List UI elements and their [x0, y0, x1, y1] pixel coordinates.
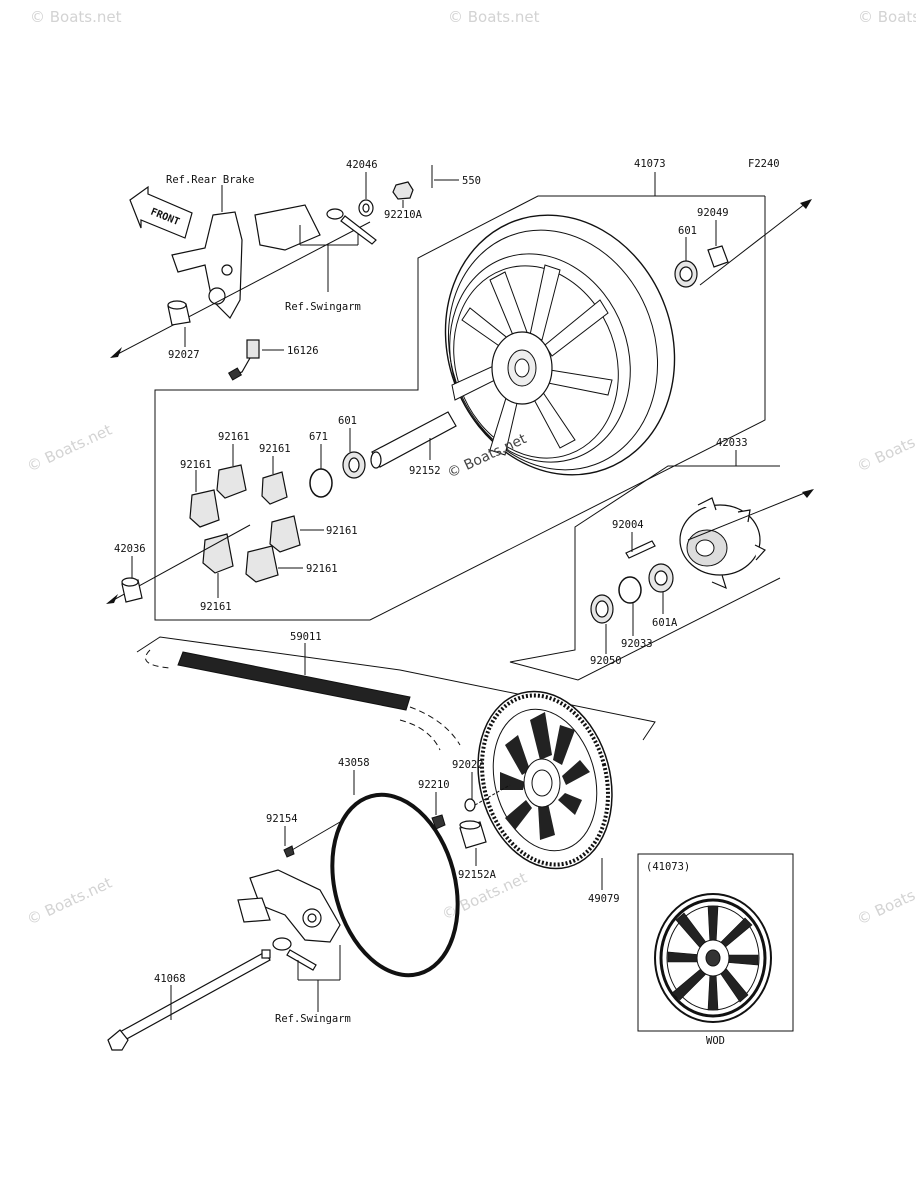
svg-text:© Boats: © Boats: [854, 886, 916, 929]
rear-wheel-41073: [444, 214, 676, 476]
nut-92210A: [392, 181, 414, 200]
damper-rubbers-92161: [189, 464, 301, 583]
spacer-92152: [371, 411, 457, 468]
label-92154: 92154: [266, 813, 298, 825]
label-671: 671: [309, 431, 328, 443]
ref-rear-brake: Ref.Rear Brake: [166, 174, 255, 186]
label-92210: 92210: [418, 779, 450, 791]
label-92161-2: 92161: [259, 443, 291, 455]
label-92210A: 92210A: [384, 209, 423, 221]
label-92033: 92033: [621, 638, 653, 650]
label-92022: 92022: [452, 759, 484, 771]
label-42036: 42036: [114, 543, 146, 555]
label-92004: 92004: [612, 519, 644, 531]
inset-title: (41073): [646, 861, 690, 873]
label-92027: 92027: [168, 349, 200, 361]
label-92049: 92049: [697, 207, 729, 219]
ref-swingarm-bottom: Ref.Swingarm: [275, 1013, 351, 1025]
lower-swingarm-bracket: [237, 869, 341, 971]
stud-92004: [625, 540, 656, 559]
watermark: © Boats.net: [858, 8, 916, 26]
circlip-92033: [618, 576, 642, 604]
washer-92022: [464, 798, 476, 812]
label-92161-5: 92161: [306, 563, 338, 575]
label-49079: 49079: [588, 893, 620, 905]
svg-text:© Boats: © Boats: [854, 433, 916, 476]
collar-92049: [707, 245, 729, 268]
label-92152A: 92152A: [458, 869, 497, 881]
label-42033: 42033: [716, 437, 748, 449]
inset-caption: WOD: [706, 1035, 725, 1047]
label-41068: 41068: [154, 973, 186, 985]
assembly-frames: [136, 195, 781, 741]
nut-92210: [431, 814, 446, 830]
circlip-671: [309, 468, 333, 498]
front-arrow: FRONT: [129, 185, 193, 239]
svg-text:© Boats.net: © Boats.net: [24, 874, 115, 929]
label-59011: 59011: [290, 631, 322, 643]
watermark: © Boats.net: [30, 8, 122, 26]
svg-text:© Boats.net: © Boats.net: [24, 421, 115, 476]
label-43058: 43058: [338, 757, 370, 769]
label-92152: 92152: [409, 465, 441, 477]
label-92161-6: 92161: [200, 601, 232, 613]
label-41073: 41073: [634, 158, 666, 170]
valve-16126: [227, 339, 260, 381]
inset-alt-wheel: (41073) WOD: [637, 853, 794, 1047]
drive-belt-59011: [145, 649, 461, 751]
watermark: © Boats.net: [448, 8, 540, 26]
label-601-mid: 601: [338, 415, 357, 427]
diagram-code: F2240: [748, 158, 780, 170]
guard-43058: [330, 792, 460, 978]
axle-41068: [107, 949, 271, 1051]
label-601-top: 601: [678, 225, 697, 237]
label-42046: 42046: [346, 159, 378, 171]
rear-brake-bracket: Ref.Rear Brake: [166, 174, 321, 319]
label-550: 550: [462, 175, 481, 187]
screw-92154: [283, 845, 295, 858]
ref-swingarm-top-group: Ref.Swingarm: [285, 208, 377, 313]
label-92161-3: 92161: [180, 459, 212, 471]
hub-42033: [679, 497, 766, 590]
label-92161-1: 92161: [218, 431, 250, 443]
sprocket-49079: [477, 690, 613, 870]
label-601A: 601A: [652, 617, 678, 629]
ref-swingarm-top: Ref.Swingarm: [285, 301, 361, 313]
label-92050: 92050: [590, 655, 622, 667]
label-16126: 16126: [287, 345, 319, 357]
label-92161-4: 92161: [326, 525, 358, 537]
